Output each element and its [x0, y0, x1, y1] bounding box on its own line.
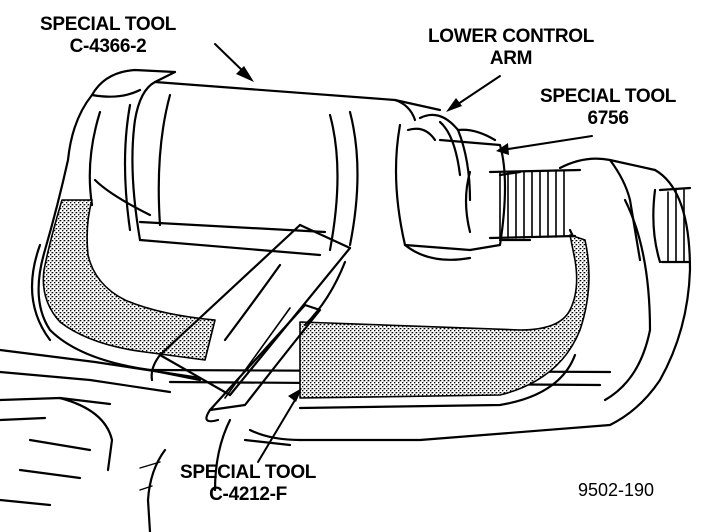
receiver-cup-tool-c4366-2 [123, 70, 442, 257]
callout-line: C-4212-F [209, 484, 287, 505]
lower-control-arm-bushing [394, 113, 472, 261]
control-arm-link [150, 223, 352, 423]
callout-arrowheads [236, 66, 509, 402]
stippled-cushion [42, 199, 590, 399]
callout-special-tool-6756: SPECIAL TOOL 6756 [540, 86, 676, 130]
callout-line: SPECIAL TOOL [40, 14, 177, 35]
callout-leaders [214, 43, 593, 463]
callout-lower-control-arm: LOWER CONTROL ARM [428, 26, 594, 70]
c-frame-tool-c4212f [30, 68, 692, 442]
callout-line: LOWER CONTROL [428, 26, 595, 47]
callout-line: 6756 [587, 108, 629, 129]
callout-special-tool-c4212-f: SPECIAL TOOL C-4212-F [180, 462, 316, 506]
callout-line: C-4366-2 [69, 36, 147, 57]
threaded-screw [488, 168, 692, 264]
figure-number: 9502-190 [578, 480, 655, 500]
callout-line: SPECIAL TOOL [180, 462, 317, 483]
callout-special-tool-c4366-2: SPECIAL TOOL C-4366-2 [40, 14, 176, 58]
callout-line: SPECIAL TOOL [540, 86, 677, 107]
callout-line: ARM [489, 48, 533, 69]
